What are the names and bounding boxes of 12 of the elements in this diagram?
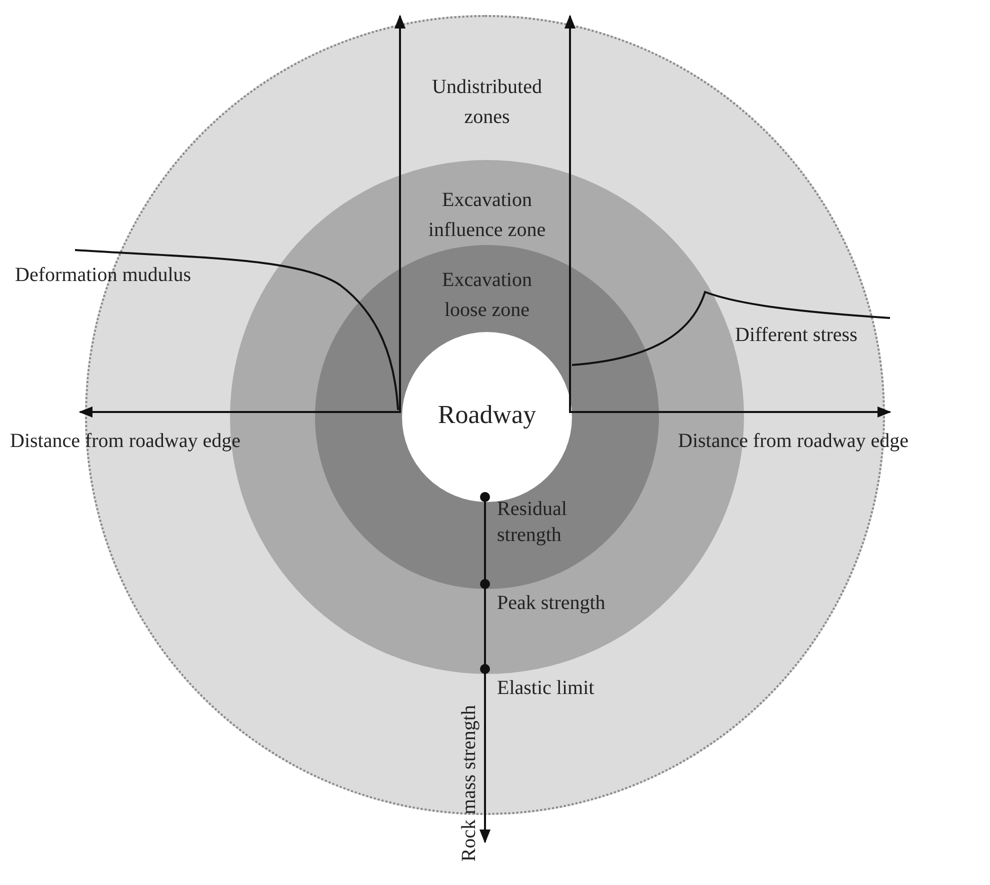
point-label: Residual strength [497,497,568,548]
point-label: Peak strength [497,591,606,616]
curve-label: Deformation mudulus [15,263,192,288]
axis-label: Distance from roadway edge [10,429,240,454]
zone-label: Excavation loose zone [441,268,533,323]
zone-label: Undistributed zones [431,75,543,130]
zone-label: Roadway [436,400,538,430]
curve-label: Different stress [735,323,858,348]
axis-label: Distance from roadway edge [678,429,908,454]
axis-label: Rock mass strength [457,705,481,862]
zone-label: Excavation influence zone [427,188,547,243]
point-label: Elastic limit [497,676,594,701]
